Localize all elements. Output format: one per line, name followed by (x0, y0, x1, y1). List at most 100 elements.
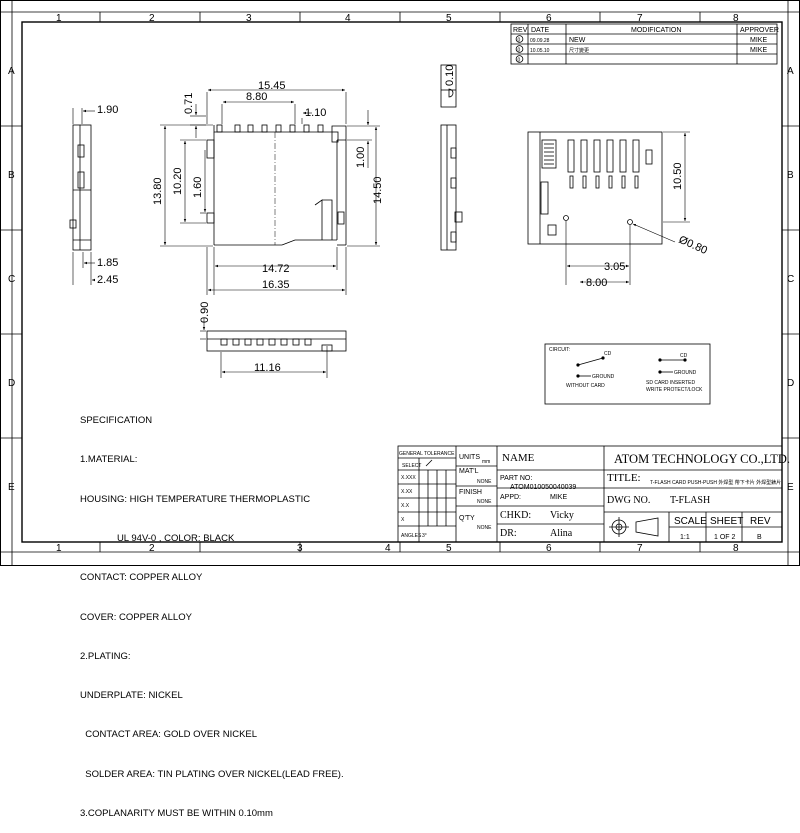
grid-row-b-right: B (787, 170, 794, 181)
title-block-text: GENERAL TOLERANCE SELECT X.XXX X.XX X.X … (399, 451, 790, 541)
tb-matl-val: NONE (477, 479, 492, 485)
spec-line-contact: CONTACT: COPPER ALLOY (80, 572, 203, 584)
grid-col-4-bottom: 4 (385, 543, 391, 554)
grid-row-labels: A B C D E A B C D E (8, 66, 794, 493)
tb-general-tolerance: GENERAL TOLERANCE (399, 451, 455, 457)
dim-1-90: 1.90 (97, 104, 118, 116)
circuit-ground-1: GROUND (592, 374, 615, 380)
rev-row-2-date: 10.05.10 (530, 48, 550, 54)
spec-line-cover: COVER: COPPER ALLOY (80, 611, 192, 623)
tb-scale-val: 1:1 (680, 534, 690, 541)
circuit-sd-inserted: SD CARD INSERTED (646, 380, 695, 386)
spec-line-material: 1.MATERIAL: (80, 454, 138, 466)
circuit-cd-2: CD (680, 353, 688, 359)
spec-title: SPECIFICATION (80, 415, 153, 427)
tb-appd-val: MIKE (550, 494, 567, 501)
tb-units: UNITS (459, 454, 480, 461)
rev-row-1-mod: NEW (569, 37, 586, 44)
grid-col-4: 4 (345, 13, 351, 24)
dim-10-20: 10.20 (172, 167, 184, 195)
grid-col-7-bottom: 7 (637, 543, 643, 554)
circuit-title: CIRCUIT: (549, 347, 570, 353)
spec-line-housing: HOUSING: HIGH TEMPERATURE THERMOPLASTIC (80, 493, 311, 505)
grid-col-3: 3 (246, 13, 252, 24)
grid-row-a: A (8, 66, 15, 77)
dim-3-05: 3.05 (604, 261, 625, 273)
grid-col-labels-top: 1 2 3 4 5 6 7 8 (56, 13, 739, 24)
tb-dr-val: Alina (550, 528, 573, 539)
grid-col-1-bottom: 1 (56, 543, 62, 554)
grid-col-5-bottom: 5 (446, 543, 452, 554)
dim-1-10: 1.10 (305, 107, 326, 119)
grid-col-5: 5 (446, 13, 452, 24)
tb-chkd-val: Vicky (550, 510, 574, 521)
grid-row-e: E (8, 482, 15, 493)
dim-16-35: 16.35 (262, 279, 290, 291)
dim-1-85: 1.85 (97, 257, 118, 269)
grid-col-6: 6 (546, 13, 552, 24)
tb-title-label: TITLE: (607, 472, 641, 484)
dim-0-90: 0.90 (199, 302, 211, 323)
approver-header: APPROVER (740, 27, 779, 34)
side-view-left-dims (72, 108, 95, 285)
rev-row-1-date: 09.09.28 (530, 38, 550, 44)
dim-10-50: 10.50 (672, 162, 684, 190)
grid-col-labels-bottom: 1 2 3 4 5 6 7 8 (56, 543, 739, 554)
spec-line-plating: 2.PLATING: (80, 650, 131, 662)
revision-table (510, 23, 778, 65)
grid-row-d: D (8, 378, 15, 389)
dim-15-45: 15.45 (258, 80, 286, 92)
grid-row-a-right: A (787, 66, 794, 77)
tb-rev-label: REV (750, 516, 771, 527)
tb-select: SELECT (402, 463, 421, 469)
grid-row-c: C (8, 274, 15, 285)
modification-header: MODIFICATION (631, 27, 681, 34)
grid-row-c-right: C (787, 274, 794, 285)
revision-table-text: REV DATE MODIFICATION APPROVER 0 09.09.2… (513, 27, 779, 64)
rev-row-3-marker: 0 (518, 58, 521, 64)
grid-col-6-bottom: 6 (546, 543, 552, 554)
drawing-sheet: 1 2 3 4 5 6 7 8 1 2 3 4 5 6 7 8 A B C D … (0, 0, 800, 566)
side-view-left (69, 124, 92, 251)
rev-row-2-approver: MIKE (750, 47, 767, 54)
dim-14-72: 14.72 (262, 263, 290, 275)
grid-row-b: B (8, 170, 15, 181)
spec-line-coplanarity: 3.COPLANARITY MUST BE WITHIN 0.10mm (80, 808, 273, 819)
tb-dr-label: DR: (500, 528, 517, 539)
grid-row-d-right: D (787, 378, 794, 389)
tb-title-val: T-FLASH CARD PUSH-PUSH 外焊型 帶下卡片 外焊型錶片 (650, 479, 781, 486)
spec-line-contact-area: CONTACT AREA: GOLD OVER NICKEL (80, 729, 258, 741)
date-header: DATE (531, 27, 549, 34)
rev-row-2-mod: 尺寸變更 (569, 47, 589, 54)
tb-chkd-label: CHKD: (500, 510, 531, 521)
tb-matl: MAT'L (459, 468, 479, 475)
tb-qty: Q'TY (459, 515, 475, 522)
grid-col-1: 1 (56, 13, 62, 24)
tb-sheet-label: SHEET (710, 516, 743, 527)
tb-appd-label: APPD: (500, 494, 521, 501)
grid-col-7: 7 (637, 13, 643, 24)
tb-finish: FINISH (459, 489, 482, 496)
top-view-dims (160, 88, 380, 295)
tb-company: ATOM TECHNOLOGY CO.,LTD. (614, 452, 790, 466)
tb-dwg-no-val: T-FLASH (670, 495, 710, 506)
tb-tol-row-3: X.X (401, 503, 410, 509)
tb-rev-val: B (757, 534, 762, 541)
circuit-without-card: WITHOUT CARD (566, 383, 605, 389)
bottom-view (206, 330, 347, 352)
tb-angles: ANGLES (401, 533, 422, 539)
circuit-text: CIRCUIT: CD GROUND WITHOUT CARD CD GROUN… (549, 347, 703, 393)
tb-tol-row-2: X.XX (401, 489, 413, 495)
circuit-box (544, 343, 711, 405)
dim-13-80: 13.80 (152, 177, 164, 205)
grid-col-3-bottom: 3 (297, 543, 303, 554)
rev-row-1-marker: 0 (518, 38, 521, 44)
grid-col-2: 2 (149, 13, 155, 24)
dim-1-00: 1.00 (355, 147, 367, 168)
dim-11-16: 11.16 (254, 362, 281, 374)
grid-col-8: 8 (733, 13, 739, 24)
tb-tol-row-1: X.XXX (401, 475, 416, 481)
tb-qty-val: NONE (477, 525, 492, 531)
dim-2-45: 2.45 (97, 274, 118, 286)
rev-row-2-marker: 0 (518, 48, 521, 54)
